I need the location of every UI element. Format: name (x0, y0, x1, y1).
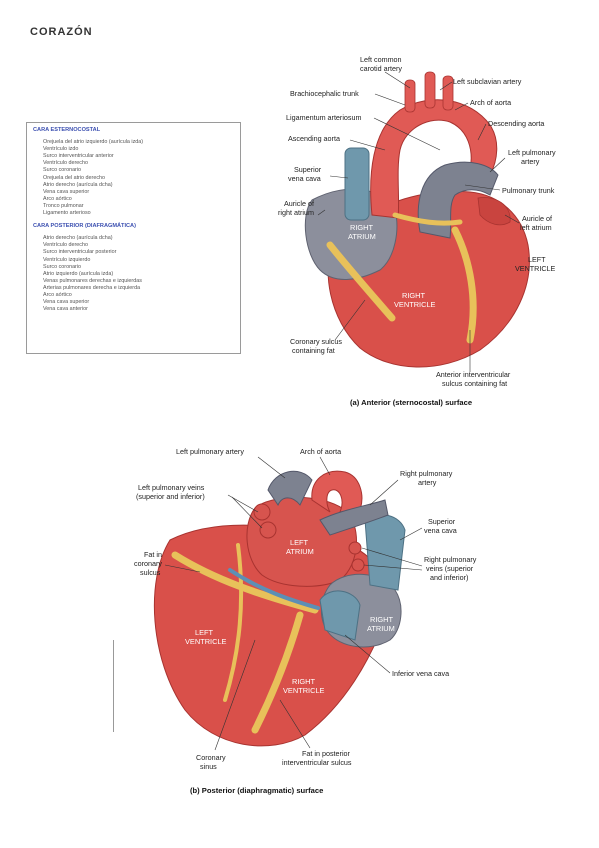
label-right-pulmonary-artery-2: artery (418, 478, 437, 487)
posterior-item: Arterias pulmonares derecha e izquierda (43, 284, 141, 291)
posterior-heart-illustration (153, 470, 406, 747)
posterior-item: Surco interventricular posterior (43, 249, 117, 256)
label-anterior-interventricular: Anterior interventricular (436, 370, 511, 379)
index-box: CARA ESTERNOCOSTAL Orejuela del atrio iz… (26, 122, 241, 354)
anterior-item: Orejuela del atrio derecho (43, 174, 106, 181)
label-coronary-sinus-2: sinus (200, 762, 217, 771)
label-anterior-interventricular-2: sulcus containing fat (442, 379, 507, 388)
posterior-item: Venas pulmonares derechas e izquierdas (43, 277, 142, 284)
posterior-list: Atrio derecho (aurícula dcha)Ventrículo … (43, 235, 234, 313)
label-fat-coronary-sulcus-3: sulcus (140, 568, 161, 577)
label-coronary-sulcus-2: containing fat (292, 346, 335, 355)
anterior-item: Ventrículo derecho (43, 160, 88, 167)
label-left-pulmonary-veins-2: (superior and inferior) (136, 492, 205, 501)
anterior-item: Atrio derecho (aurícula dcha) (43, 181, 113, 188)
label-auricle-left-atrium: Auricle of (522, 214, 552, 223)
posterior-item: Vena cava anterior (43, 306, 88, 313)
posterior-item: Atrio derecho (aurícula dcha) (43, 235, 113, 242)
label-superior-vena-cava-post: Superior (428, 517, 456, 526)
posterior-right-atrium-label-2: ATRIUM (367, 624, 395, 633)
label-fat-coronary-sulcus: Fat in (144, 550, 162, 559)
label-left-pulmonary-artery-2: artery (521, 157, 540, 166)
anterior-item: Tronco pulmonar (43, 202, 84, 209)
page-title: CORAZÓN (30, 26, 93, 38)
label-left-pulmonary-veins: Left pulmonary veins (138, 483, 205, 492)
anterior-item: Arco aórtico (43, 195, 72, 202)
label-fat-posterior-iv: Fat in posterior (302, 749, 351, 758)
label-superior-vena-cava-2: vena cava (288, 174, 321, 183)
label-descending-aorta: Descending aorta (488, 119, 544, 128)
anterior-item: Surco interventricular anterior (43, 153, 114, 160)
label-coronary-sinus: Coronary (196, 753, 226, 762)
posterior-right-atrium-label: RIGHT (370, 615, 393, 624)
label-left-pulmonary-artery-post: Left pulmonary artery (176, 447, 244, 456)
label-auricle-left-atrium-2: left atrium (520, 223, 552, 232)
anterior-item: Ventrículo izdo (43, 146, 79, 153)
anterior-caption: (a) Anterior (sternocostal) surface (350, 398, 472, 407)
anterior-right-atrium-label-2: ATRIUM (348, 232, 376, 241)
anterior-list: Orejuela del atrio izquierdo (aurícula i… (43, 139, 234, 217)
label-right-pulmonary-veins-2: veins (superior (426, 564, 474, 573)
anterior-item: Ligamento arterioso (43, 210, 91, 217)
anterior-left-ventricle-label-2: VENTRICLE (515, 264, 556, 273)
posterior-item: Surco coronario (43, 263, 82, 270)
label-superior-vena-cava: Superior (294, 165, 322, 174)
anterior-left-ventricle-label: LEFT (528, 255, 546, 264)
posterior-item: Vena cava superior (43, 299, 90, 306)
label-ascending-aorta: Ascending aorta (288, 134, 340, 143)
anterior-heart-illustration (304, 71, 530, 368)
label-right-pulmonary-veins: Right pulmonary (424, 555, 477, 564)
anterior-right-atrium-label: RIGHT (350, 223, 373, 232)
anterior-heading: CARA ESTERNOCOSTAL (33, 127, 101, 133)
margin-line (113, 640, 114, 732)
label-right-pulmonary-artery: Right pulmonary (400, 469, 453, 478)
label-right-pulmonary-veins-3: and inferior) (430, 573, 468, 582)
label-ligamentum-arteriosum: Ligamentum arteriosum (286, 113, 362, 122)
anterior-right-ventricle-label-2: VENTRICLE (394, 300, 436, 309)
posterior-left-atrium-label: LEFT (290, 538, 309, 547)
label-coronary-sulcus: Coronary sulcus (290, 337, 342, 346)
posterior-left-ventricle-label: LEFT (195, 628, 214, 637)
label-left-subclavian: Left subclavian artery (453, 77, 522, 86)
anterior-item: Orejuela del atrio izquierdo (aurícula i… (43, 139, 144, 146)
posterior-left-atrium-label-2: ATRIUM (286, 547, 314, 556)
posterior-item: Atrio izquierdo (aurícula izda) (43, 270, 114, 277)
label-brachiocephalic: Brachiocephalic trunk (290, 89, 359, 98)
label-superior-vena-cava-post-2: vena cava (424, 526, 457, 535)
label-arch-of-aorta: Arch of aorta (470, 98, 511, 107)
label-pulmonary-trunk: Pulmonary trunk (502, 186, 555, 195)
anterior-item: Vena cava superior (43, 188, 90, 195)
posterior-item: Arco aórtico (43, 291, 72, 298)
label-inferior-vena-cava: Inferior vena cava (392, 669, 449, 678)
anterior-item: Surco coronario (43, 167, 82, 174)
label-left-common-carotid: Left common (360, 55, 402, 64)
posterior-caption: (b) Posterior (diaphragmatic) surface (190, 786, 323, 795)
anterior-right-ventricle-label: RIGHT (402, 291, 425, 300)
label-left-pulmonary-artery: Left pulmonary (508, 148, 556, 157)
posterior-item: Ventrículo derecho (43, 242, 88, 249)
label-auricle-right-atrium: Auricle of (284, 199, 314, 208)
label-fat-posterior-iv-2: interventricular sulcus (282, 758, 352, 767)
label-left-common-carotid-2: carotid artery (360, 64, 402, 73)
posterior-heading: CARA POSTERIOR (DIAFRAGMÁTICA) (33, 223, 136, 230)
label-auricle-right-atrium-2: right atrium (278, 208, 314, 217)
posterior-item: Ventrículo izquierdo (43, 256, 91, 263)
label-fat-coronary-sulcus-2: coronary (134, 559, 162, 568)
label-arch-of-aorta-post: Arch of aorta (300, 447, 341, 456)
posterior-right-ventricle-label: RIGHT (292, 677, 315, 686)
posterior-right-ventricle-label-2: VENTRICLE (283, 686, 325, 695)
posterior-left-ventricle-label-2: VENTRICLE (185, 637, 227, 646)
